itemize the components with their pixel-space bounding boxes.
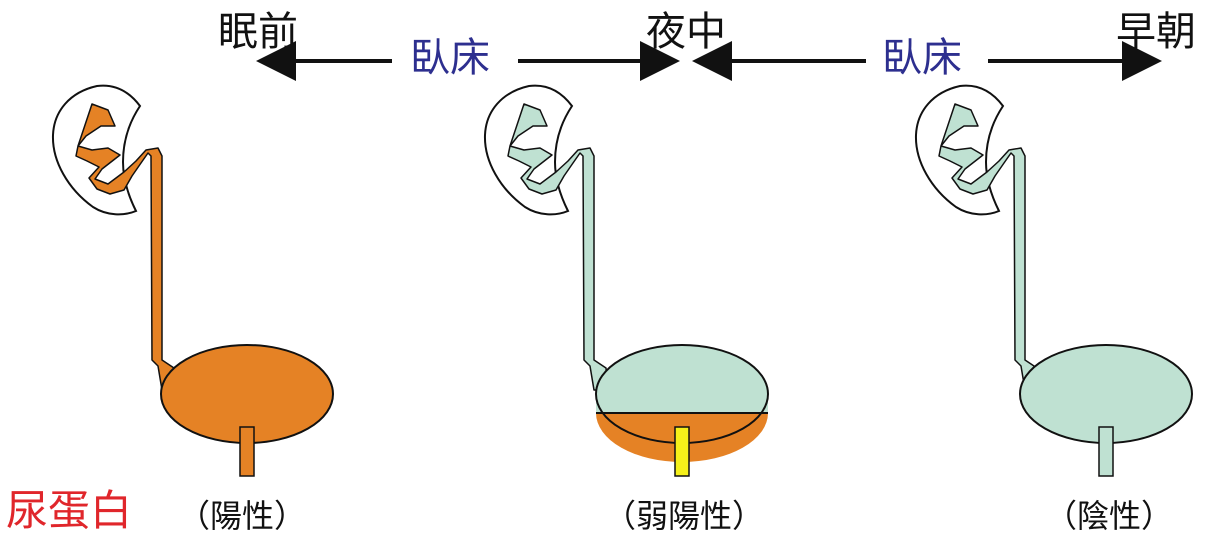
- result-negative: （陰性）: [1045, 500, 1173, 532]
- result-positive: （陽性）: [178, 500, 306, 532]
- urethra-1: [240, 427, 254, 476]
- panel-2: [485, 86, 768, 476]
- panel-1: [53, 86, 333, 476]
- result-weak-positive: （弱陽性）: [604, 500, 764, 532]
- ureter-1: [76, 104, 176, 390]
- title-urine-protein: 尿蛋白: [6, 490, 132, 532]
- ureter-3: [939, 104, 1039, 390]
- urethra-2: [675, 427, 689, 476]
- urethra-3: [1099, 427, 1113, 476]
- panel-3: [916, 86, 1192, 476]
- ureter-2: [508, 104, 608, 390]
